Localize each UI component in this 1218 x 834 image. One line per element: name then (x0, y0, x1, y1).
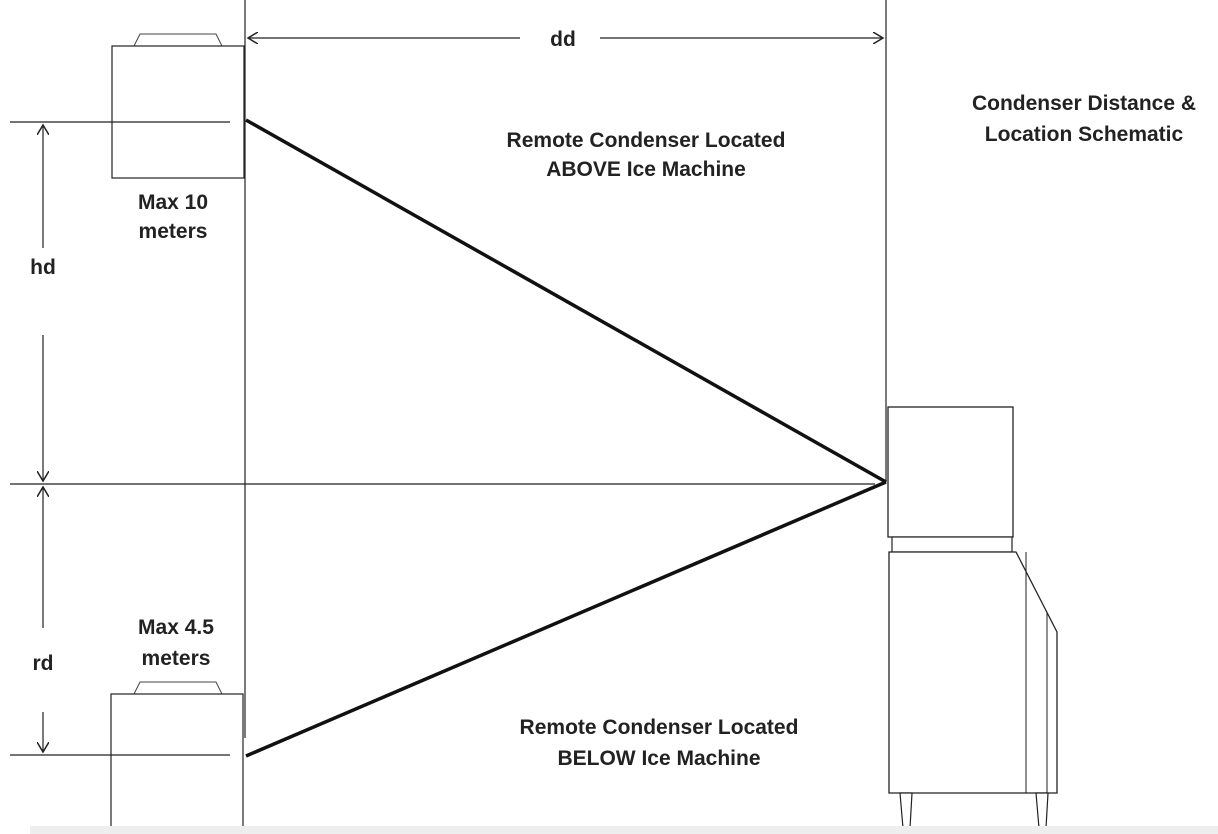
rd-label: rd (33, 652, 54, 675)
upper-line-run (245, 118, 887, 484)
schematic-title-line2: Location Schematic (985, 123, 1184, 146)
max-upper-line1: Max 10 (138, 191, 208, 214)
max-lower-line2: meters (142, 647, 211, 670)
max-upper-line2: meters (139, 220, 208, 243)
below-label-line1: Remote Condenser Located (520, 716, 799, 739)
dd-label: dd (550, 28, 576, 51)
lower-line-run (245, 480, 887, 758)
schematic-title-line1: Condenser Distance & (972, 92, 1196, 115)
max-lower-line1: Max 4.5 (138, 616, 214, 639)
hd-label: hd (30, 256, 56, 279)
above-label-line2: ABOVE Ice Machine (546, 158, 746, 181)
upper-condenser-icon (111, 33, 245, 179)
ice-machine-icon (887, 406, 1058, 829)
bottom-strip (30, 826, 1218, 834)
above-label-line1: Remote Condenser Located (507, 129, 786, 152)
lower-condenser-icon (110, 681, 244, 829)
below-label-line2: BELOW Ice Machine (557, 747, 760, 770)
